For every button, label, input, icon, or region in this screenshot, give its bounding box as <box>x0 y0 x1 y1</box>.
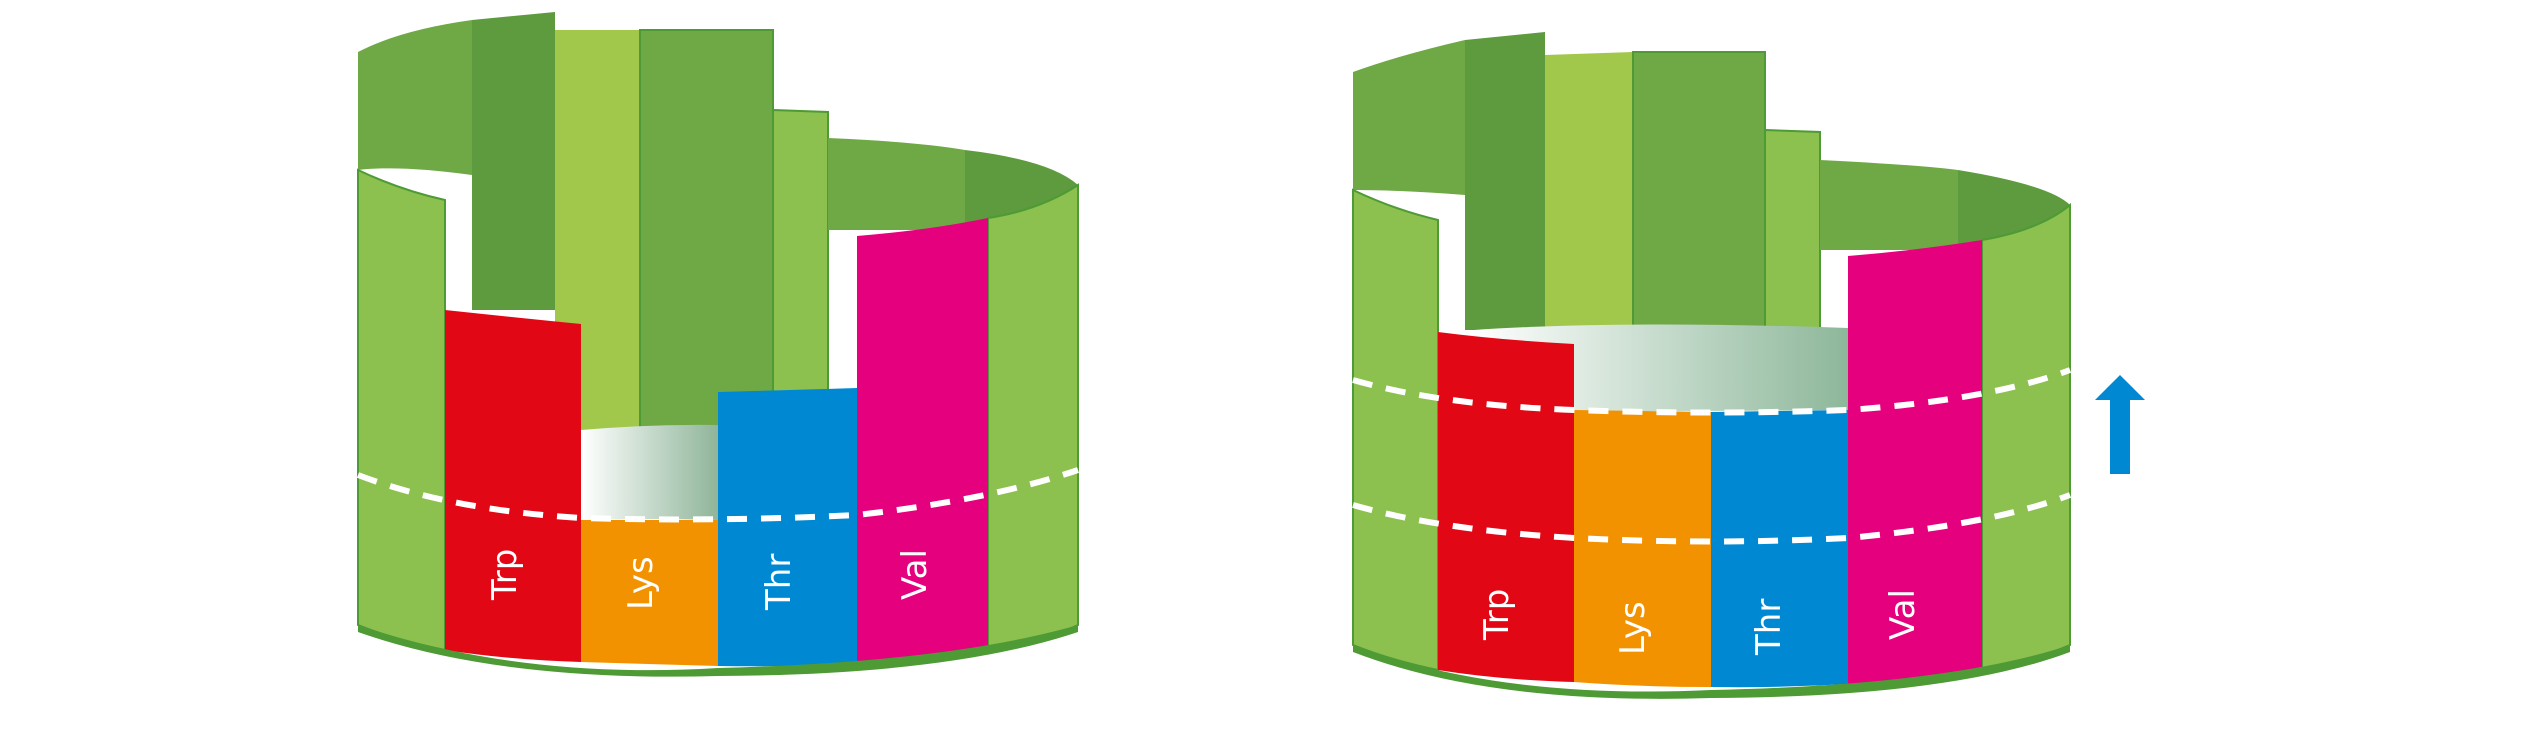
back-stave-left <box>1353 40 1465 195</box>
back-stave-right-dark <box>965 150 1078 230</box>
back-stave-short <box>1764 128 1821 331</box>
liquid-surface-1 <box>581 424 718 520</box>
front-stave-right-outer <box>1981 202 2071 672</box>
barrel-2-bottom-rim <box>1353 645 2070 699</box>
back-stave-left <box>358 20 472 175</box>
front-stave-left-outer <box>1352 188 1439 672</box>
stave-label-thr: Thr <box>759 554 799 611</box>
back-stave-short <box>772 108 829 431</box>
stave-label-val: Val <box>1883 589 1923 640</box>
stave-lys <box>1574 410 1711 687</box>
stave-label-val: Val <box>895 549 935 600</box>
stave-trp <box>445 310 581 662</box>
stave-lys <box>581 520 718 666</box>
stave-label-lys: Lys <box>1613 601 1653 655</box>
barrel-2: Trp Lys Thr Val <box>1352 32 2072 699</box>
barrel-1: Trp Lys Thr Val <box>356 12 1079 677</box>
back-stave-mid <box>1632 51 1766 331</box>
back-stave-pale <box>1545 52 1633 330</box>
back-stave-dark <box>472 12 555 310</box>
stave-thr <box>1711 410 1848 688</box>
up-arrow-icon <box>2095 375 2145 474</box>
back-stave-right-dark <box>1958 170 2070 250</box>
front-stave-right-outer <box>987 183 1079 652</box>
stave-label-trp: Trp <box>485 549 525 601</box>
back-stave-mid <box>639 29 774 431</box>
back-stave-right <box>828 138 965 230</box>
stave-thr <box>718 388 857 667</box>
back-stave-dark <box>1465 32 1545 330</box>
stave-val <box>1848 240 1982 684</box>
stave-label-trp: Trp <box>1477 589 1517 641</box>
stave-trp <box>1438 332 1574 682</box>
barrel-1-bottom-rim <box>358 625 1078 677</box>
stave-val <box>857 218 988 664</box>
level-line-upper <box>1352 367 2072 416</box>
front-stave-left-outer <box>357 168 446 652</box>
level-line-lower <box>1352 492 2072 545</box>
stave-label-thr: Thr <box>1749 599 1789 656</box>
stave-label-lys: Lys <box>621 556 661 610</box>
level-line-1 <box>356 467 1079 523</box>
back-stave-right <box>1820 160 1958 250</box>
